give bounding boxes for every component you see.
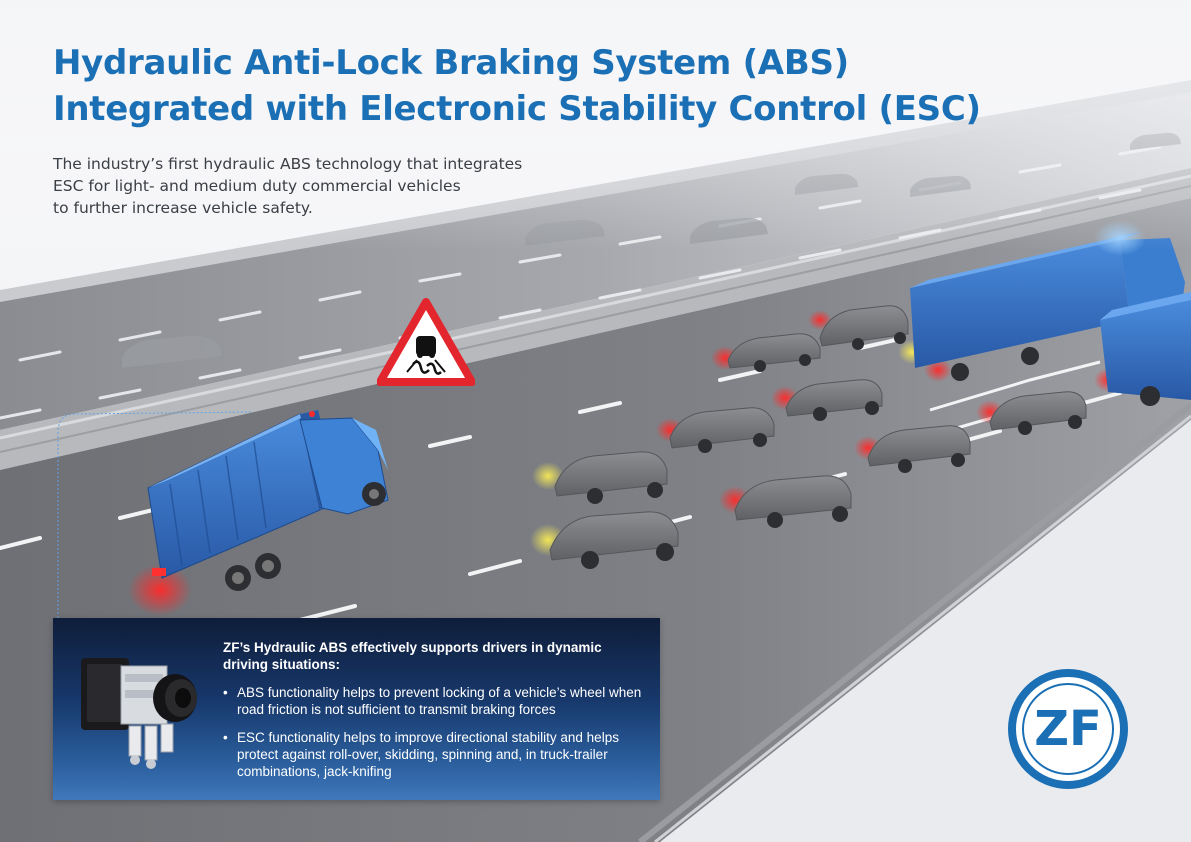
page-subtitle-line-1: The industry’s first hydraulic ABS techn…	[53, 155, 523, 173]
info-heading: ZF’s Hydraulic ABS effectively supports …	[223, 640, 602, 672]
page-subtitle-line-3: to further increase vehicle safety.	[53, 199, 313, 217]
slippery-road-warning-sign	[376, 298, 476, 386]
info-panel: ZF’s Hydraulic ABS effectively supports …	[53, 618, 660, 800]
page-subtitle: The industry’s first hydraulic ABS techn…	[53, 153, 522, 219]
slippery-road-warning-icon	[376, 298, 476, 386]
zf-logo-icon: ZF	[1008, 669, 1128, 789]
zf-logo-text: ZF	[1034, 701, 1102, 757]
page-title-line-1: Hydraulic Anti-Lock Braking System (ABS)	[53, 43, 849, 83]
zf-logo: ZF	[1006, 667, 1130, 791]
info-bullet-list: ABS functionality helps to prevent locki…	[223, 684, 653, 791]
info-bullet-abs: ABS functionality helps to prevent locki…	[223, 684, 653, 718]
info-bullet-esc: ESC functionality helps to improve direc…	[223, 729, 653, 780]
page-title: Hydraulic Anti-Lock Braking System (ABS)…	[53, 40, 981, 132]
hydraulic-abs-unit-image	[81, 658, 197, 769]
page-subtitle-line-2: ESC for light- and medium duty commercia…	[53, 177, 461, 195]
page-title-line-2: Integrated with Electronic Stability Con…	[53, 89, 981, 129]
